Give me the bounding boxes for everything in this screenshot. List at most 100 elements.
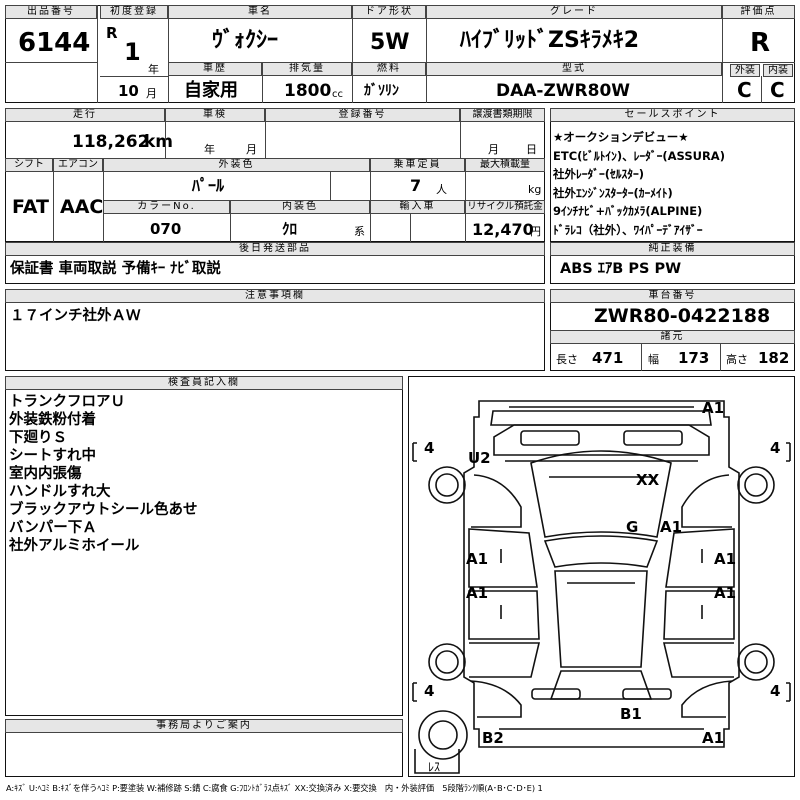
damage-mark: A1 xyxy=(466,584,489,602)
damage-mark: XX xyxy=(636,471,660,489)
model-label: 型式 xyxy=(426,62,722,76)
legend: A:ｷｽﾞ U:ﾍｺﾐ B:ｷｽﾞを伴うﾍｺﾐ P:要塗装 W:補修跡 S:錆 … xyxy=(6,783,543,793)
damage-mark: U2 xyxy=(468,449,491,467)
inspector-note: 外装鉄粉付着 xyxy=(9,412,96,428)
specs-label: 諸元 xyxy=(550,330,795,344)
sales-point-block xyxy=(550,108,795,242)
car-diagram xyxy=(412,400,791,774)
sales-item: ETC(ﾋﾞﾙﾄｲﾝ)、ﾚｰﾀﾞｰ(ASSURA) xyxy=(553,148,725,163)
damage-mark: B2 xyxy=(482,729,504,747)
inspection-label: 車検 xyxy=(165,108,265,122)
damage-mark: A1 xyxy=(660,518,683,536)
equipment: ABS ｴｱB PS PW xyxy=(560,261,682,277)
length: 471 xyxy=(592,349,624,367)
equipment-label: 純正装備 xyxy=(550,242,795,256)
first-reg-label: 初度登録 xyxy=(100,5,168,19)
caution-text: １７インチ社外ＡＷ xyxy=(10,308,141,324)
color-no: 070 xyxy=(150,220,182,238)
damage-mark: B1 xyxy=(620,705,642,723)
lot-label: 出品番号 xyxy=(5,5,97,19)
color-label: 外装色 xyxy=(103,158,370,172)
sales-point-list: ★オークションデビュー★ ETC(ﾋﾞﾙﾄｲﾝ)、ﾚｰﾀﾞｰ(ASSURA) 社… xyxy=(553,128,725,239)
chassis-label: 車台番号 xyxy=(550,289,795,303)
sales-point-label: セールスポイント xyxy=(550,108,795,122)
int-color: ｸﾛ xyxy=(282,220,298,238)
mileage-label: 走行 xyxy=(5,108,165,122)
int-color-unit: 系 xyxy=(354,225,365,238)
car-name-label: 車名 xyxy=(168,5,352,19)
inspector-notes: トランクフロアＵ 外装鉄粉付着 下廻りＳ シートすれ中 室内内張傷 ハンドルすれ… xyxy=(9,393,198,555)
chassis-number: ZWR80-0422188 xyxy=(594,305,771,327)
door-label: ドア形状 xyxy=(352,5,426,19)
car-diagram-block xyxy=(408,376,795,777)
shift: FAT xyxy=(12,196,49,218)
capacity-unit: 人 xyxy=(436,183,447,196)
ac: AAC xyxy=(60,196,104,218)
month-unit: 月 xyxy=(146,87,157,100)
spare-tyre-label: ﾚｽ xyxy=(428,760,441,774)
inspector-note: 社外アルミホイール xyxy=(9,538,140,554)
sales-item: ﾄﾞﾗﾚｺ（社外）、ﾜｲﾊﾟｰﾃﾞｱｲｻﾞｰ xyxy=(553,222,703,237)
later-parts: 保証書 車両取説 予備ｷｰ ﾅﾋﾞ取説 xyxy=(10,261,221,277)
score-label: 評価点 xyxy=(722,5,795,19)
interior-grade: C xyxy=(770,78,785,102)
inspector-note: 下廻りＳ xyxy=(9,430,67,446)
inspector-note: シートすれ中 xyxy=(9,448,96,464)
grade-label: グレード xyxy=(426,5,722,19)
recycle-label: リサイクル預託金 xyxy=(465,200,545,214)
insp-month-unit: 月 xyxy=(246,143,257,156)
exterior-grade: C xyxy=(737,78,752,102)
exterior-label: 外装 xyxy=(730,64,760,77)
reg-year: 1 xyxy=(124,38,141,66)
inspector-note: トランクフロアＵ xyxy=(9,394,125,410)
recycle-unit: 円 xyxy=(530,225,541,238)
door-type: 5W xyxy=(370,30,410,55)
inspector-label: 検査員記入欄 xyxy=(5,376,403,390)
tyre-rear-left: 4 xyxy=(424,682,435,700)
transfer-day-unit: 日 xyxy=(526,143,537,156)
car-name: ｳﾞｫｸｼｰ xyxy=(212,28,279,53)
transfer-month-unit: 月 xyxy=(488,143,499,156)
score: R xyxy=(750,28,771,58)
reg-month: 10 xyxy=(118,82,139,100)
color-no-label: カラーNo. xyxy=(103,200,230,214)
inspector-note: バンパー下Ａ xyxy=(9,520,97,536)
later-parts-label: 後日発送部品 xyxy=(5,242,545,256)
tyre-front-left: 4 xyxy=(424,439,435,457)
inspector-note: ブラックアウトシール色あせ xyxy=(9,502,198,518)
sales-item: 社外ﾚｰﾀﾞｰ(ｾﾙｽﾀｰ) xyxy=(553,167,645,181)
damage-mark: A1 xyxy=(702,399,725,417)
width: 173 xyxy=(678,349,710,367)
recycle: 12,470 xyxy=(472,220,534,239)
sales-item: 社外ｴﾝｼﾞﾝｽﾀｰﾀｰ(ｶｰﾒｲﾄ) xyxy=(553,185,673,200)
displacement-label: 排気量 xyxy=(262,62,352,76)
history-label: 車歴 xyxy=(168,62,262,76)
color: ﾊﾟｰﾙ xyxy=(192,176,225,195)
fuel-label: 燃料 xyxy=(352,62,426,76)
max-load-unit: kg xyxy=(528,183,542,196)
damage-mark: A1 xyxy=(714,584,737,602)
capacity-label: 乗車定員 xyxy=(370,158,465,172)
lot-number: 6144 xyxy=(18,28,91,58)
max-load-label: 最大積載量 xyxy=(465,158,545,172)
height: 182 xyxy=(758,349,790,367)
damage-mark: G xyxy=(626,518,639,536)
sales-item: 9ｲﾝﾁﾅﾋﾞ+ﾊﾞｯｸｶﾒﾗ(ALPINE) xyxy=(553,204,703,218)
tyre-front-right: 4 xyxy=(770,439,781,457)
history: 自家用 xyxy=(184,80,238,101)
damage-mark: A1 xyxy=(466,550,489,568)
height-label: 高さ xyxy=(726,353,748,366)
ac-label: エアコン xyxy=(53,158,103,172)
caution-label: 注意事項欄 xyxy=(5,289,545,303)
capacity: 7 xyxy=(410,176,422,195)
mileage-unit: km xyxy=(144,132,174,152)
transfer-label: 譲渡書類期限 xyxy=(460,108,545,122)
import-label: 輸入車 xyxy=(370,200,465,214)
damage-mark: A1 xyxy=(714,550,737,568)
interior-label: 内装 xyxy=(763,64,793,77)
insp-year-unit: 年 xyxy=(204,143,215,156)
inspector-note: ハンドルすれ大 xyxy=(9,484,111,500)
grade: ﾊｲﾌﾞﾘｯﾄﾞZSｷﾗﾒｷ2 xyxy=(460,28,640,53)
inspector-block xyxy=(5,376,403,716)
sales-item: ★オークションデビュー★ xyxy=(553,130,689,144)
